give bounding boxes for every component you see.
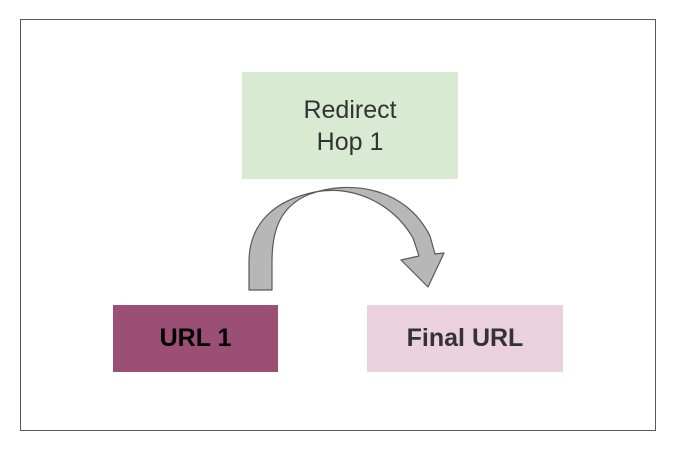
redirect-hop-label-line1: Redirect: [303, 95, 397, 124]
redirect-hop-node: Redirect Hop 1: [242, 72, 458, 179]
url1-label: URL 1: [159, 324, 232, 352]
url1-node: URL 1: [113, 305, 278, 372]
final-url-node: Final URL: [367, 305, 563, 372]
redirect-hop-label-line2: Hop 1: [316, 127, 384, 156]
final-url-label: Final URL: [406, 324, 524, 352]
